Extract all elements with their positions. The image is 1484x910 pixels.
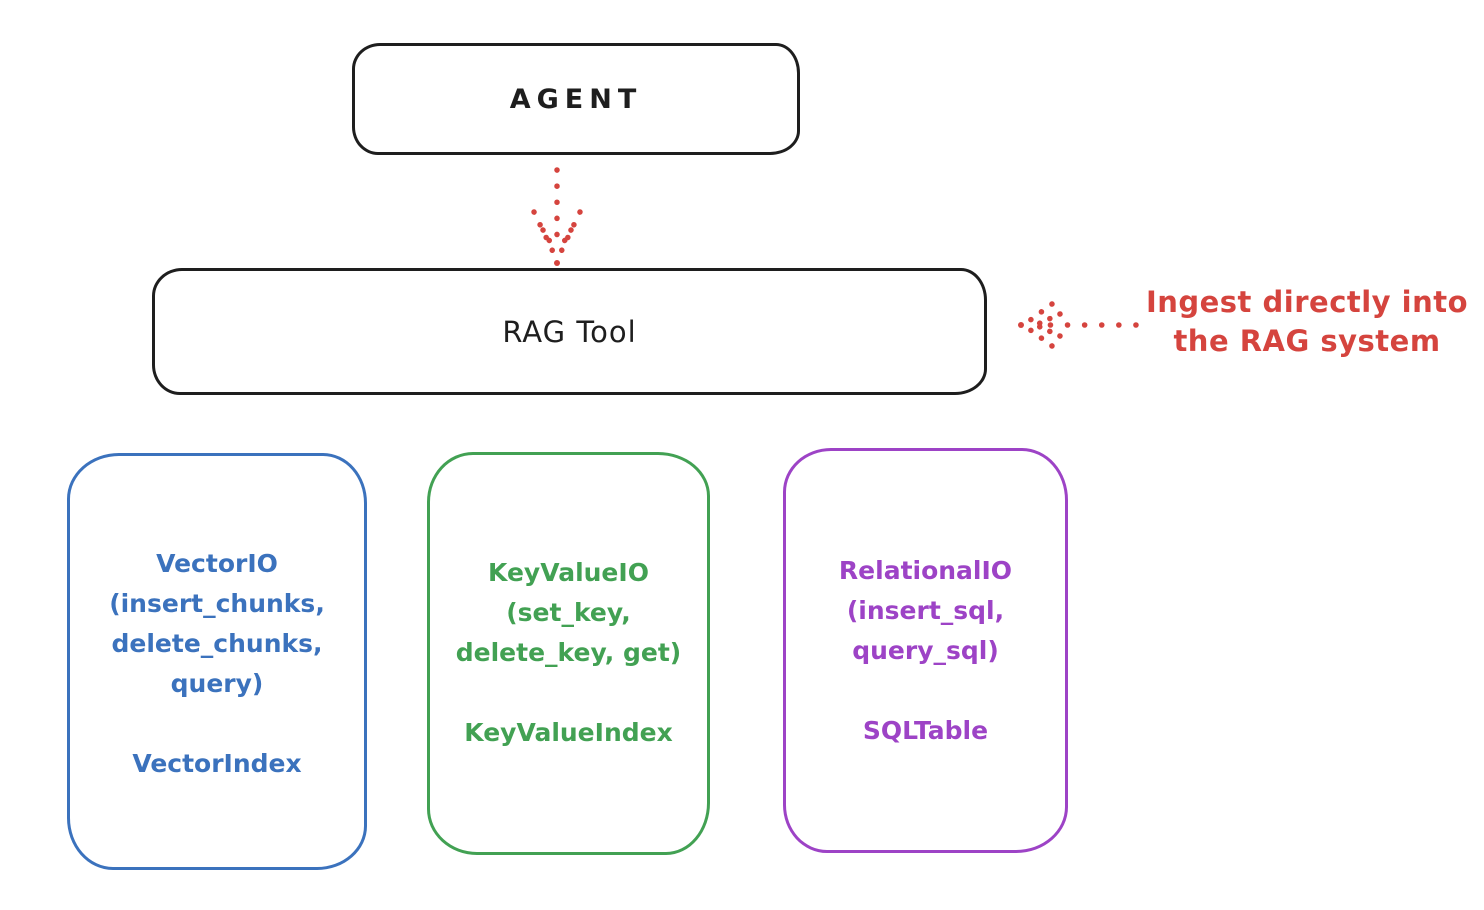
vector-io-title: VectorIO	[156, 549, 278, 578]
rag-tool-node: RAG Tool	[152, 268, 987, 395]
keyvalue-io-title: KeyValueIO	[488, 558, 649, 587]
sql-table-label: SQLTable	[862, 716, 989, 745]
vector-io-node: VectorIO (insert_chunks, delete_chunks, …	[67, 453, 367, 870]
ingest-annotation-line1: Ingest directly into	[1145, 285, 1469, 319]
vector-index-label: VectorIndex	[132, 749, 302, 778]
ingest-annotation-line2: the RAG system	[1173, 324, 1441, 358]
ingest-annotation: Ingest directly into the RAG system	[1138, 283, 1476, 361]
keyvalue-io-methods-line: (set_key,	[506, 598, 631, 627]
relational-io-node: RelationalIO (insert_sql, query_sql) SQL…	[783, 448, 1068, 853]
dotted-left-arrow-icon	[1018, 301, 1139, 349]
vector-io-methods-line: delete_chunks,	[111, 629, 323, 658]
keyvalue-io-methods-line: delete_key, get)	[455, 638, 682, 667]
vector-io-methods-line: query)	[170, 669, 264, 698]
relational-io-methods-line: query_sql)	[852, 636, 999, 665]
dotted-down-arrow-icon	[531, 167, 583, 266]
agent-node: AGENT	[352, 43, 800, 155]
keyvalue-index-label: KeyValueIndex	[464, 718, 673, 747]
relational-io-methods-line: (insert_sql,	[846, 596, 1005, 625]
vector-io-methods-line: (insert_chunks,	[109, 589, 325, 618]
rag-tool-node-label: RAG Tool	[502, 314, 637, 349]
agent-node-label: AGENT	[509, 83, 643, 115]
keyvalue-io-node: KeyValueIO (set_key, delete_key, get) Ke…	[427, 452, 710, 855]
relational-io-title: RelationalIO	[838, 556, 1013, 585]
